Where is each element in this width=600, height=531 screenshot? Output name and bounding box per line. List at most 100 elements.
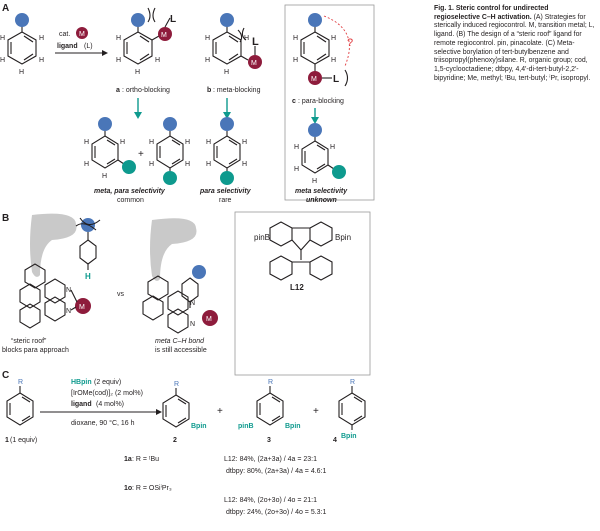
svg-text:H: H (224, 69, 229, 76)
structure-a-ortho: M L H H H H a : ortho-blocking (116, 7, 176, 94)
result-b-line1: para selectivity (199, 188, 252, 195)
result-b-line2: rare (219, 197, 232, 204)
svg-text:Bpin: Bpin (285, 423, 301, 430)
svg-text:H: H (85, 272, 91, 281)
svg-text:HBpin: HBpin (71, 379, 92, 386)
svg-text:H: H (205, 57, 210, 64)
svg-text:pinB: pinB (254, 233, 270, 242)
svg-text:1: 1 (5, 437, 9, 444)
svg-text:H: H (39, 35, 44, 42)
svg-text:R: R (174, 381, 179, 388)
svg-text:H: H (294, 166, 299, 173)
product-para-b: H H H H (206, 117, 247, 185)
c-conditions: HBpin (2 equiv) [IrOMe(cod)]₂ (2 mol%) l… (40, 379, 162, 427)
svg-text:H: H (149, 139, 154, 146)
l12-box (234, 211, 371, 376)
svg-text:H: H (0, 57, 5, 64)
complex-accessible: M N N (142, 218, 218, 334)
c-product-2: R Bpin 2 (162, 381, 207, 444)
result-a-line1: meta, para selectivity (94, 188, 166, 195)
svg-text:H: H (312, 178, 317, 185)
svg-text:H: H (242, 139, 247, 146)
plus-sign-c1: + (217, 406, 223, 417)
svg-text:H: H (116, 35, 121, 42)
product-para: H H H H (149, 117, 190, 185)
svg-text:M: M (251, 60, 257, 67)
svg-text:4: 4 (333, 437, 337, 444)
l12-label: L12 (290, 283, 304, 292)
svg-text:H: H (331, 35, 336, 42)
structure-c-para: M L ? H H H H c : para-blocking (292, 13, 353, 105)
metal-circle (76, 27, 88, 39)
plus-sign: + (138, 149, 144, 160)
svg-text:Bpin: Bpin (335, 233, 351, 242)
svg-text:H: H (244, 35, 249, 42)
roof-label-1: “steric roof” (11, 338, 47, 345)
svg-text:H: H (155, 57, 160, 64)
vs-label: vs (117, 291, 125, 298)
svg-text:1a: 1a (124, 456, 132, 463)
caption-body: (A) Strategies for sterically induced re… (434, 13, 595, 82)
svg-text:ligand: ligand (71, 401, 92, 408)
svg-text:H: H (84, 139, 89, 146)
svg-text:M: M (161, 32, 167, 39)
svg-text:L: L (252, 36, 259, 48)
svg-text:Bpin: Bpin (191, 423, 207, 430)
svg-text:2: 2 (173, 437, 177, 444)
svg-text:H: H (102, 173, 107, 180)
svg-text:L12: 84%, (2a+3a) / 4a = 23:1: L12: 84%, (2a+3a) / 4a = 23:1 (224, 456, 317, 463)
product-meta: H H H H (84, 117, 136, 180)
svg-text:H: H (149, 161, 154, 168)
svg-text:: ortho-blocking: : ortho-blocking (122, 87, 170, 94)
svg-text:L: L (333, 74, 339, 85)
svg-text:H: H (19, 69, 24, 76)
svg-text:M: M (311, 76, 317, 83)
svg-text:(4 mol%): (4 mol%) (96, 401, 124, 408)
caption-title: Fig. 1. Steric control for undirected re… (434, 5, 549, 21)
svg-text:R: R (18, 379, 23, 386)
svg-text:ligand: ligand (57, 43, 78, 50)
svg-text:H: H (293, 57, 298, 64)
svg-text:a: a (116, 87, 120, 94)
svg-text:H: H (331, 57, 336, 64)
svg-text:dioxane, 90 °C, 16 h: dioxane, 90 °C, 16 h (71, 419, 135, 427)
svg-text:N: N (66, 308, 71, 315)
svg-text:(1 equiv): (1 equiv) (10, 437, 37, 444)
svg-text:M: M (79, 304, 85, 311)
panel-label-a: A (2, 3, 9, 14)
svg-text:H: H (0, 35, 5, 42)
svg-text:H: H (330, 144, 335, 151)
svg-text:cat.: cat. (59, 31, 70, 38)
svg-text:L: L (170, 14, 176, 25)
result-c-line1: meta selectivity (295, 188, 348, 195)
svg-text:(2 equiv): (2 equiv) (94, 379, 121, 386)
svg-text:N: N (190, 300, 195, 307)
result-a-line2: common (117, 197, 144, 204)
svg-text:L12: 84%, (2o+3o) / 4o = 21:1: L12: 84%, (2o+3o) / 4o = 21:1 (224, 497, 317, 504)
svg-text:H: H (242, 161, 247, 168)
para-blocking-box (284, 4, 375, 201)
svg-text:R: R (350, 379, 355, 386)
svg-text:: R = OSiⁱPr₃: : R = OSiⁱPr₃ (132, 484, 172, 492)
panel-label-c: C (2, 370, 9, 381)
figure-caption: Fig. 1. Steric control for undirected re… (434, 5, 596, 83)
roof-label-2: blocks para approach (2, 347, 69, 354)
c-product-4: R Bpin 4 (333, 379, 366, 444)
complex-blocked: H M N N (19, 213, 101, 329)
svg-text:1o: 1o (124, 485, 132, 492)
structure-b-meta: M L H H H H b : meta-blocking (205, 13, 262, 94)
substituent-circle (15, 13, 29, 27)
result-c-line2: unknown (306, 197, 337, 204)
a-start-benzene: H H H H H (0, 13, 44, 76)
question-mark: ? (347, 37, 353, 49)
svg-text:M: M (79, 31, 85, 38)
svg-text:R: R (268, 379, 273, 386)
ch-label-1: meta C–H bond (155, 338, 205, 345)
a-reaction-arrow: cat. M ligand (L) (55, 27, 108, 56)
panel-label-b: B (2, 213, 9, 224)
svg-text:H: H (120, 139, 125, 146)
svg-text:Bpin: Bpin (341, 433, 357, 440)
svg-text:H: H (135, 69, 140, 76)
svg-text:: R = ᵗBu: : R = ᵗBu (132, 456, 159, 463)
